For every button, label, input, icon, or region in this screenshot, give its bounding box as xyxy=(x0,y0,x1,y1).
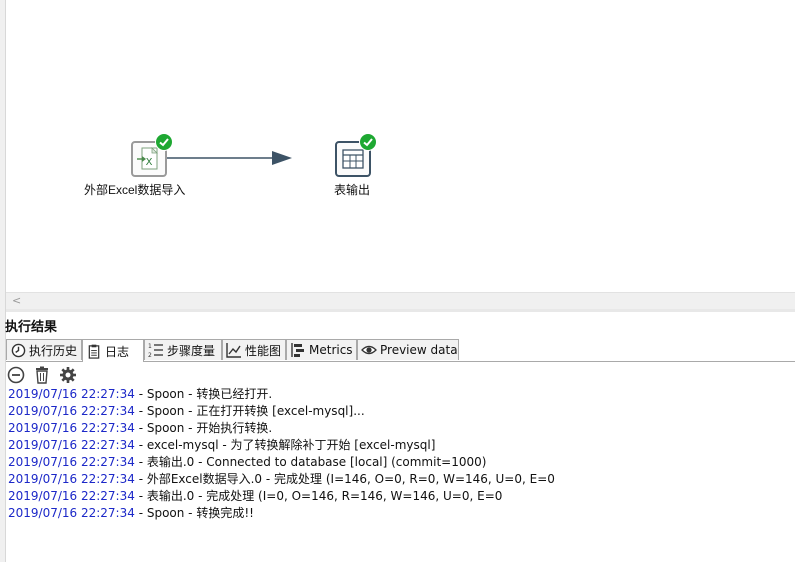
svg-text:2: 2 xyxy=(148,352,152,358)
history-icon xyxy=(10,342,26,358)
hop-arrow[interactable] xyxy=(0,0,795,292)
log-line: 2019/07/16 22:27:34 - 表输出.0 - Connected … xyxy=(8,455,487,469)
svg-text:X: X xyxy=(146,157,153,168)
eye-icon xyxy=(361,342,377,358)
tab-metrics[interactable]: Metrics xyxy=(286,339,357,360)
gear-icon xyxy=(60,367,76,383)
performance-graph-icon xyxy=(226,342,242,358)
log-line: 2019/07/16 22:27:34 - Spoon - 开始执行转换. xyxy=(8,421,273,435)
log-line: 2019/07/16 22:27:34 - Spoon - 正在打开转换 [ex… xyxy=(8,404,365,418)
stop-icon xyxy=(7,366,25,384)
success-check-icon xyxy=(359,133,377,151)
scroll-left-icon[interactable]: < xyxy=(12,294,22,307)
log-icon xyxy=(86,343,102,359)
panel-splitter[interactable] xyxy=(6,309,795,312)
metrics-icon xyxy=(290,342,306,358)
log-line: 2019/07/16 22:27:34 - excel-mysql - 为了转换… xyxy=(8,438,436,452)
log-toolbar xyxy=(6,364,84,386)
trash-icon xyxy=(36,366,48,384)
log-output[interactable]: 2019/07/16 22:27:34 - Spoon - 转换已经打开. 20… xyxy=(8,386,555,522)
horizontal-scrollbar[interactable]: < xyxy=(6,292,795,309)
log-line: 2019/07/16 22:27:34 - Spoon - 转换完成!! xyxy=(8,506,254,520)
table-output-icon[interactable] xyxy=(335,141,371,177)
tab-preview-data[interactable]: Preview data xyxy=(357,339,459,360)
svg-text:1: 1 xyxy=(148,343,152,350)
success-check-icon xyxy=(155,133,173,151)
log-line: 2019/07/16 22:27:34 - 外部Excel数据导入.0 - 完成… xyxy=(8,472,555,486)
clear-log-button[interactable] xyxy=(32,365,52,385)
step-label: 表输出 xyxy=(334,183,371,197)
tab-log[interactable]: 日志 xyxy=(82,339,144,362)
log-line: 2019/07/16 22:27:34 - 表输出.0 - 完成处理 (I=0,… xyxy=(8,489,503,503)
tab-performance-graph[interactable]: 性能图 xyxy=(222,339,286,360)
left-panel-edge xyxy=(0,0,6,562)
log-settings-button[interactable] xyxy=(58,365,78,385)
stop-button[interactable] xyxy=(6,365,26,385)
results-title: 执行结果 xyxy=(5,320,58,335)
log-line: 2019/07/16 22:27:34 - Spoon - 转换已经打开. xyxy=(8,387,273,401)
tab-execution-history[interactable]: 执行历史 xyxy=(6,339,82,360)
transformation-canvas[interactable]: X 外部Excel数据导入 表输出 xyxy=(0,0,795,292)
step-label: 外部Excel数据导入 xyxy=(84,183,186,197)
